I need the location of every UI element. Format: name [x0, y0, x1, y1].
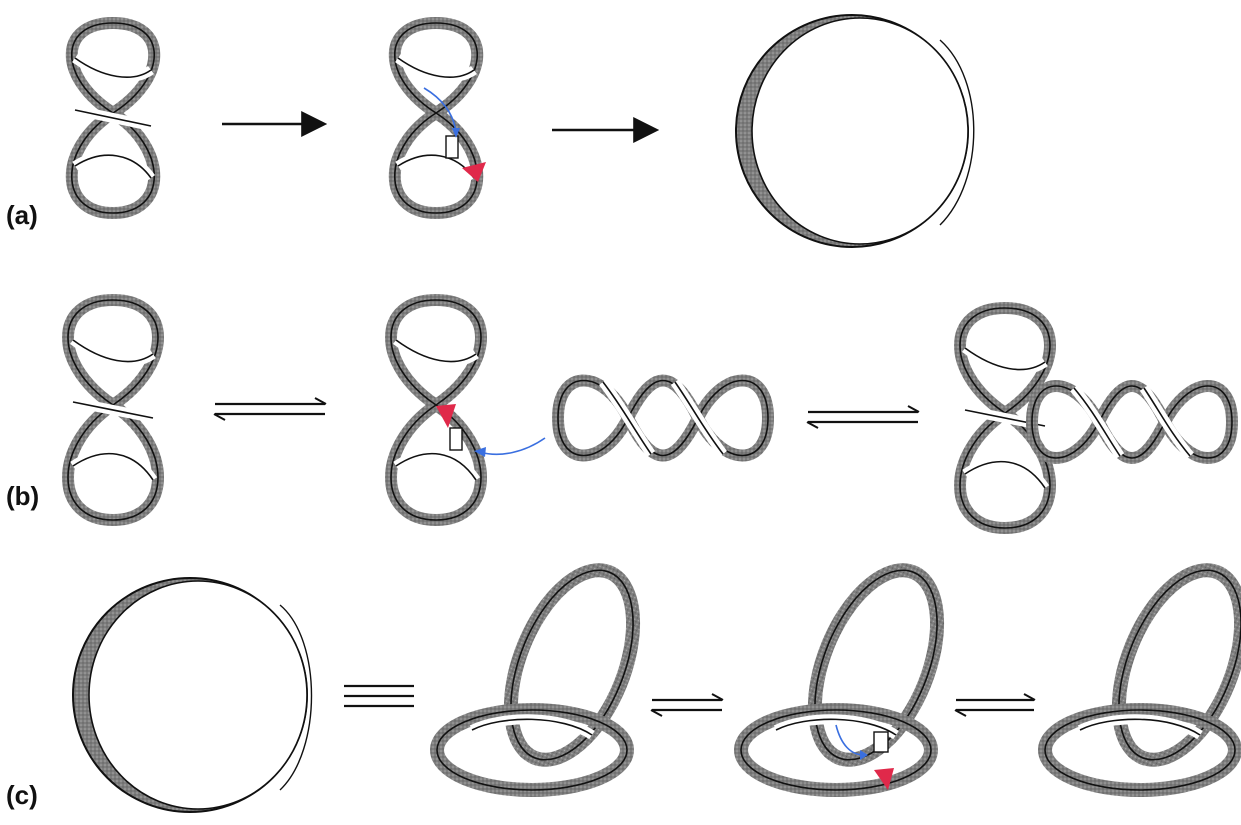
equilibrium-arrows [213, 397, 327, 421]
relaxed-circle [735, 14, 975, 248]
supercoiled-ring [62, 293, 164, 527]
twisted-ring-horizontal [551, 374, 775, 462]
equilibrium-arrows [806, 405, 920, 429]
cleavage-marker [462, 162, 486, 182]
row-label-a: (a) [6, 200, 38, 230]
nicked-supercoiled-ring [388, 16, 486, 220]
equilibrium-arrows [954, 693, 1036, 717]
nicked-trefoil-knot [734, 563, 945, 797]
strand-passage-arrow [835, 724, 865, 756]
cleavage-marker [436, 404, 456, 428]
row-label-c: (c) [6, 780, 38, 810]
cleavage-marker [874, 768, 894, 790]
strand-passage-arrow [479, 437, 546, 456]
equilibrium-arrows [650, 693, 724, 717]
identity-sign [344, 684, 414, 708]
trefoil-knot [430, 563, 641, 797]
nicked-supercoiled-ring [385, 293, 487, 527]
supercoiled-ring [65, 16, 161, 220]
catenane [954, 301, 1239, 535]
row-label-b: (b) [6, 481, 39, 511]
relaxed-circle [72, 577, 313, 813]
unknotted-ring [1038, 563, 1241, 797]
